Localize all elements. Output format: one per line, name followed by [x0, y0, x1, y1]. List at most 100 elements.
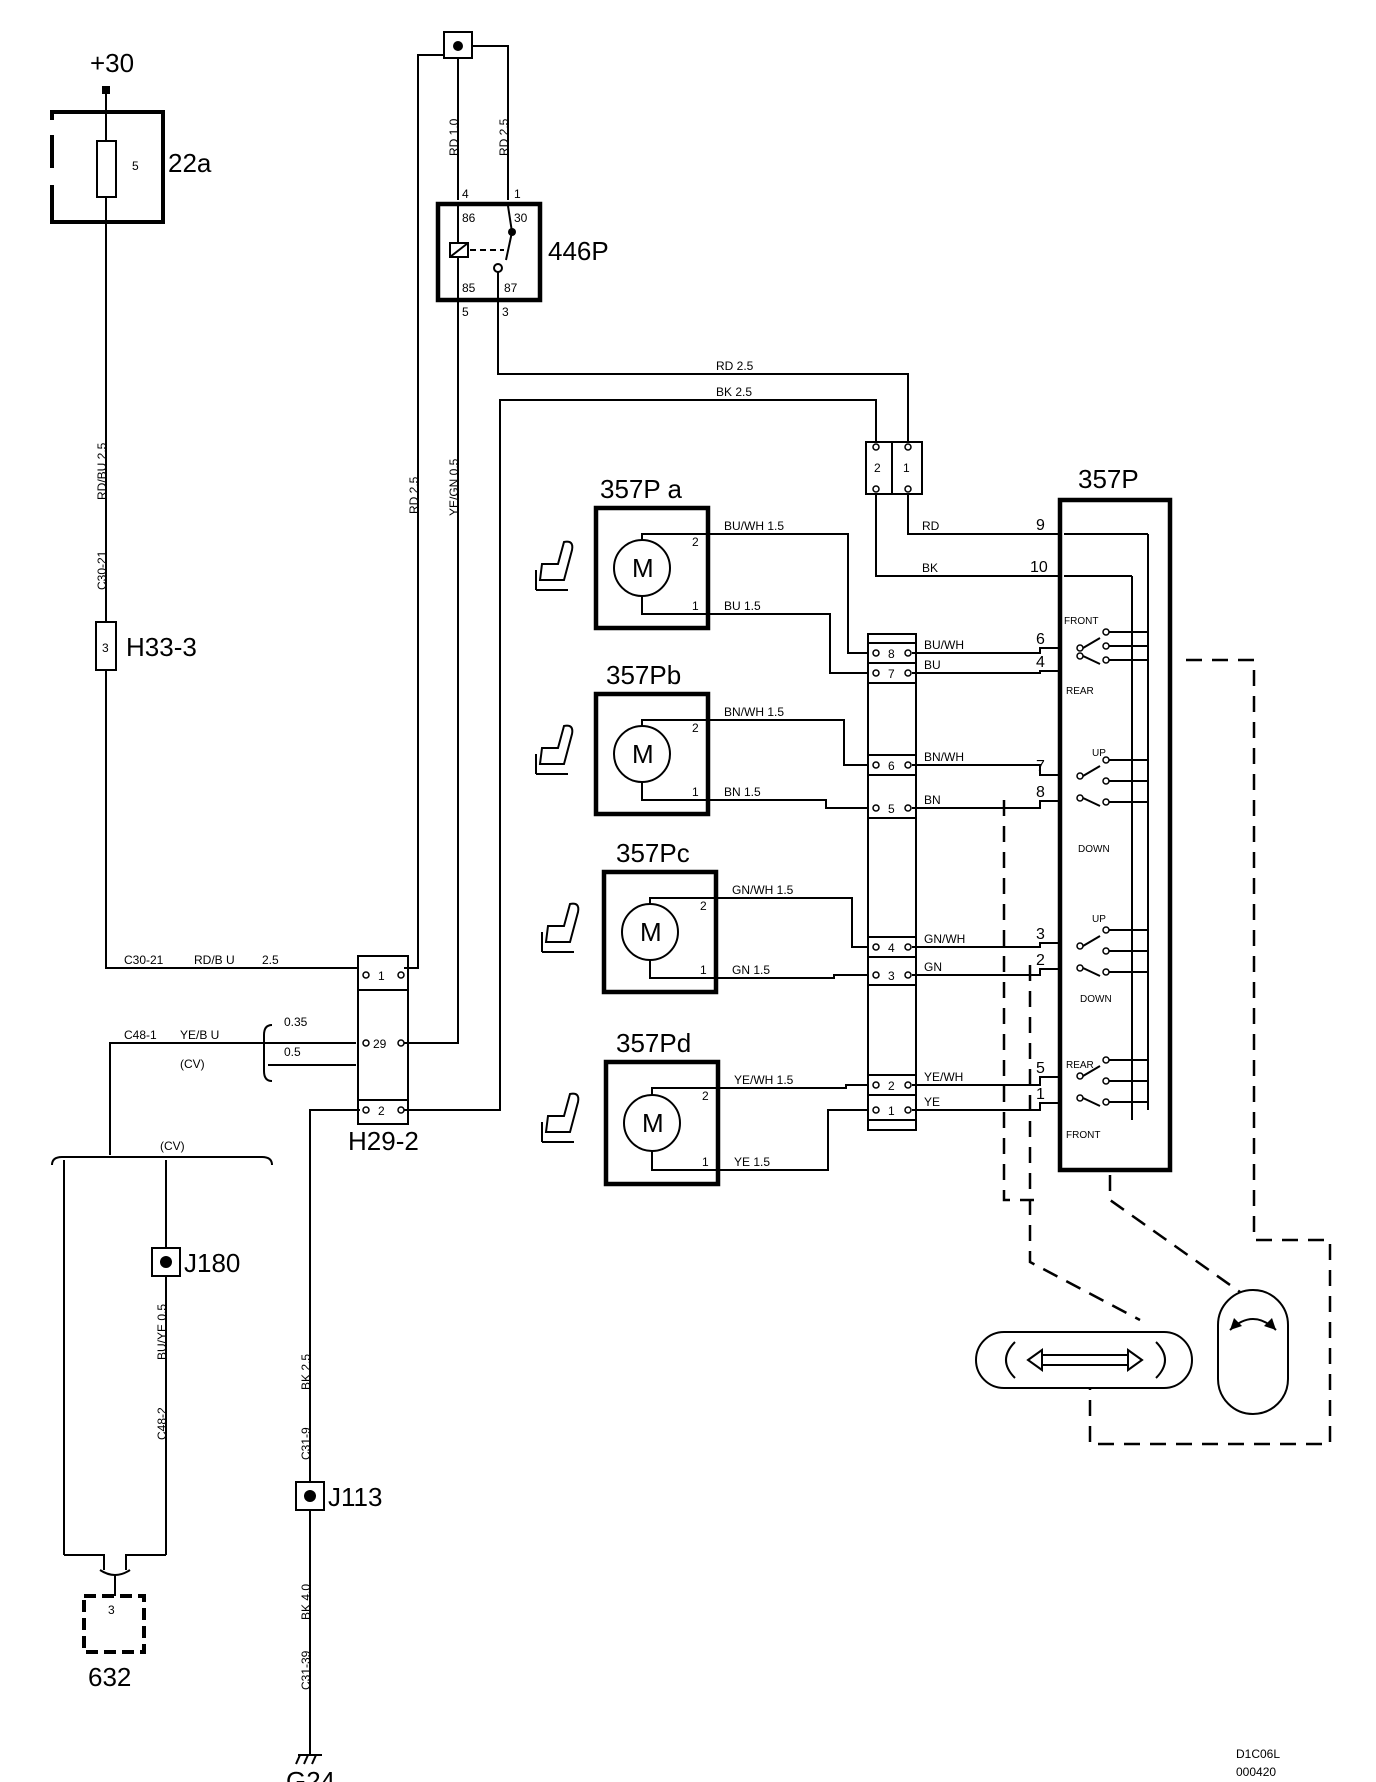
fuse-number: 5 — [132, 159, 139, 173]
fuse-icon — [96, 140, 117, 198]
motor-symbol: M — [642, 1108, 664, 1138]
motor-pin-2: 2 — [700, 899, 707, 913]
j113-label: J113 — [328, 1482, 382, 1512]
bus-wire-color-label: GN/WH — [924, 932, 965, 946]
bus-pin-label: 2 — [888, 1079, 895, 1093]
wire-label-c48-2: C48-2 — [155, 1407, 169, 1440]
switch-unit-357p: 357P — [1057, 464, 1173, 1173]
switch-unit-label: 357P — [1078, 464, 1139, 494]
switch-label-up-1: UP — [1092, 748, 1106, 759]
motor-wire-top-label: YE/WH 1.5 — [734, 1073, 794, 1087]
wire-label-yegn: YE/GN 0.5 — [447, 458, 461, 516]
switch-pin-label: 4 — [1036, 654, 1045, 671]
switch-pin-label: 1 — [1036, 1086, 1045, 1103]
switch-label-down-2: DOWN — [1080, 994, 1112, 1005]
motor-pin-1: 1 — [692, 599, 699, 613]
bus-pin-label: 8 — [888, 647, 895, 661]
switch-pin-label: 6 — [1036, 631, 1045, 648]
switch-pin-9: 9 — [1036, 517, 1045, 534]
bus-pin-label: 1 — [888, 1104, 895, 1118]
small-conn-pin-1: 1 — [903, 461, 910, 475]
motor-symbol: M — [632, 739, 654, 769]
motor-symbol: M — [632, 553, 654, 583]
relay-wire-1: 1 — [514, 187, 521, 201]
unit-632-label: 632 — [88, 1662, 131, 1692]
motor-wire-top-label: GN/WH 1.5 — [732, 883, 794, 897]
bus-wire-color-label: YE — [924, 1095, 940, 1109]
relay-wire-3: 3 — [502, 305, 509, 319]
bus-wire-color-label: BN — [924, 793, 941, 807]
bus-connector — [867, 633, 917, 1131]
j180-label: J180 — [184, 1248, 240, 1278]
wire-label-c48-1: C48-1 — [124, 1028, 157, 1042]
motor-wire-top-label: BU/WH 1.5 — [724, 519, 784, 533]
ground-icon: G24 — [286, 1754, 335, 1782]
switch-pin-label: 3 — [1036, 926, 1045, 943]
ground-label: G24 — [286, 1766, 335, 1782]
h29-pin-1: 1 — [378, 969, 385, 983]
bus-wire-color-label: BU — [924, 658, 941, 672]
connector-h29-2: 1 29 2 H29-2 — [348, 955, 419, 1156]
bus-pin-label: 7 — [888, 667, 895, 681]
wire-label-bk40: BK 4.0 — [299, 1584, 313, 1620]
seat-icon — [541, 1092, 580, 1143]
wire-label-rd25-top: RD 2.5 — [497, 118, 511, 156]
unit-632: 3 632 — [82, 1594, 146, 1692]
switch-label-front-2: FRONT — [1066, 1130, 1100, 1141]
switch-contact-group-2 — [1076, 756, 1148, 807]
switch-contact-group-4 — [1076, 1056, 1148, 1107]
small-connector: 2 1 — [865, 441, 923, 495]
wire-label-c30-color: RD/B U — [194, 953, 235, 967]
relay-446p: 4 1 86 30 85 87 446P 5 3 — [435, 187, 609, 319]
relay-pin-87: 87 — [504, 281, 518, 295]
wire-label-cv: (CV) — [180, 1057, 205, 1071]
h29-label: H29-2 — [348, 1126, 419, 1156]
bus-wire-color-label: BU/WH — [924, 638, 964, 652]
switch-power-bk: BK — [922, 561, 938, 575]
motor-pin-1: 1 — [700, 963, 707, 977]
switch-label-rear-1: REAR — [1066, 686, 1094, 697]
mechanical-linkages — [1002, 658, 1332, 1446]
connector-h33-3: 3 H33-3 — [95, 621, 360, 969]
switch-pin-label: 8 — [1036, 784, 1045, 801]
motor-pin-1: 1 — [702, 1155, 709, 1169]
wire-label-rd25-v: RD 2.5 — [407, 476, 421, 514]
fuse-box-22a: 5 22a — [50, 110, 212, 622]
seat-recline-control-icon — [1217, 1289, 1289, 1415]
seat-icon — [535, 540, 574, 591]
relay-wire-5: 5 — [462, 305, 469, 319]
footer-code-2: 000420 — [1236, 1765, 1276, 1779]
switch-labels: FRONT REAR UP DOWN UP DOWN REAR FRONT — [1064, 616, 1112, 1141]
motor-wire-bottom-label: GN 1.5 — [732, 963, 770, 977]
bus-pin-label: 3 — [888, 969, 895, 983]
wire-label-05: 0.5 — [284, 1045, 301, 1059]
motor-label: 357Pc — [616, 838, 690, 868]
switch-label-rear-2: REAR — [1066, 1060, 1094, 1071]
bus-wire-color-label: YE/WH — [924, 1070, 963, 1084]
motor-pin-2: 2 — [692, 535, 699, 549]
relay-wire-4: 4 — [462, 187, 469, 201]
switch-label-down-1: DOWN — [1078, 844, 1110, 855]
wire-label-c30-21: C30-21 — [124, 953, 164, 967]
relay-pin-85: 85 — [462, 281, 476, 295]
wire-label-035: 0.35 — [284, 1015, 308, 1029]
switch-power-rd: RD — [922, 519, 940, 533]
switch-contact-group-3 — [1076, 926, 1148, 977]
seat-icon — [535, 724, 574, 775]
switch-pin-label: 2 — [1036, 952, 1045, 969]
small-conn-pin-2: 2 — [874, 461, 881, 475]
wire-label-buye: BU/YE 0.5 — [155, 1304, 169, 1360]
motor-symbol: M — [640, 917, 662, 947]
h29-pin-29: 29 — [373, 1037, 387, 1051]
wire-label-rd25-h: RD 2.5 — [716, 359, 754, 373]
junction-j113: J113 — [295, 1481, 382, 1512]
switch-label-front-1: FRONT — [1064, 616, 1098, 627]
c48-wires: C48-1 YE/B U 0.35 0.5 (CV) — [109, 1015, 356, 1155]
fuse-box-label: 22a — [168, 148, 212, 178]
switch-pin-label: 7 — [1036, 758, 1045, 775]
motor-wire-bottom-label: BU 1.5 — [724, 599, 761, 613]
wire-label-rd10: RD 1.0 — [447, 118, 461, 156]
